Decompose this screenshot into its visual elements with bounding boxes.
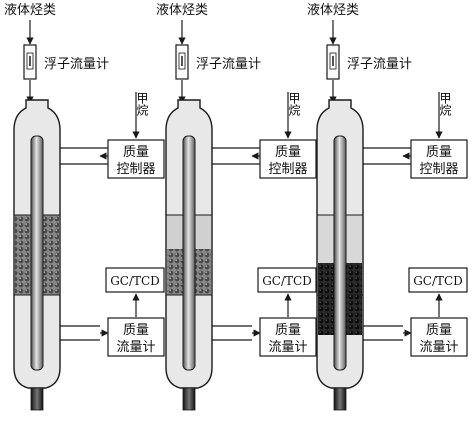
mass-flowmeter-box: [259, 317, 317, 357]
liquid-hydrocarbon-label: 液体烃类: [4, 3, 56, 18]
thermowell-rod: [182, 135, 196, 371]
mfm-label-line2: 流量计: [116, 340, 155, 355]
outlet-pipe: [212, 325, 252, 341]
float-flowmeter-label: 浮子流量计: [347, 57, 412, 72]
thermowell-rod: [30, 135, 44, 371]
mfc-label-line2: 控制器: [419, 162, 458, 177]
mass-flow-controller-box: [259, 139, 317, 179]
methane-label: 甲烷: [135, 92, 149, 117]
reactor-base: [30, 387, 44, 411]
mfc-label-line2: 控制器: [116, 162, 155, 177]
mfm-label-line1: 质量: [275, 323, 301, 338]
mfm-label-line2: 流量计: [419, 340, 458, 355]
mfc-label-line2: 控制器: [268, 162, 307, 177]
methane-inlet-pipe: [363, 147, 411, 165]
methane-label: 甲烷: [287, 92, 301, 117]
mfm-label-line1: 质量: [426, 323, 452, 338]
outlet-pipe: [363, 325, 403, 341]
mass-flowmeter-box: [410, 317, 468, 357]
gc-tcd-box: [257, 267, 317, 293]
mass-flow-controller-box: [107, 139, 165, 179]
mfm-label-line2: 流量计: [268, 340, 307, 355]
float-flowmeter-label: 浮子流量计: [196, 57, 261, 72]
methane-inlet-pipe: [60, 147, 108, 165]
gc-tcd-box: [408, 267, 468, 293]
mfm-label-line1: 质量: [123, 323, 149, 338]
methane-inlet-pipe: [212, 147, 260, 165]
gc-tcd-box: [105, 267, 165, 293]
thermowell-rod: [333, 135, 347, 371]
mass-flowmeter-box: [107, 317, 165, 357]
liquid-hydrocarbon-label: 液体烃类: [156, 3, 208, 18]
gc-tcd-label: GC/TCD: [262, 274, 312, 288]
mfc-label-line1: 质量: [275, 145, 301, 160]
reactor-base: [182, 387, 196, 411]
reactor-base: [333, 387, 347, 411]
outlet-pipe: [60, 325, 100, 341]
mfc-label-line1: 质量: [426, 145, 452, 160]
methane-label: 甲烷: [438, 92, 452, 117]
gc-tcd-label: GC/TCD: [110, 274, 160, 288]
mfc-label-line1: 质量: [123, 145, 149, 160]
mass-flow-controller-box: [410, 139, 468, 179]
float-flowmeter-label: 浮子流量计: [44, 57, 109, 72]
liquid-hydrocarbon-label: 液体烃类: [307, 3, 359, 18]
gc-tcd-label: GC/TCD: [413, 274, 463, 288]
